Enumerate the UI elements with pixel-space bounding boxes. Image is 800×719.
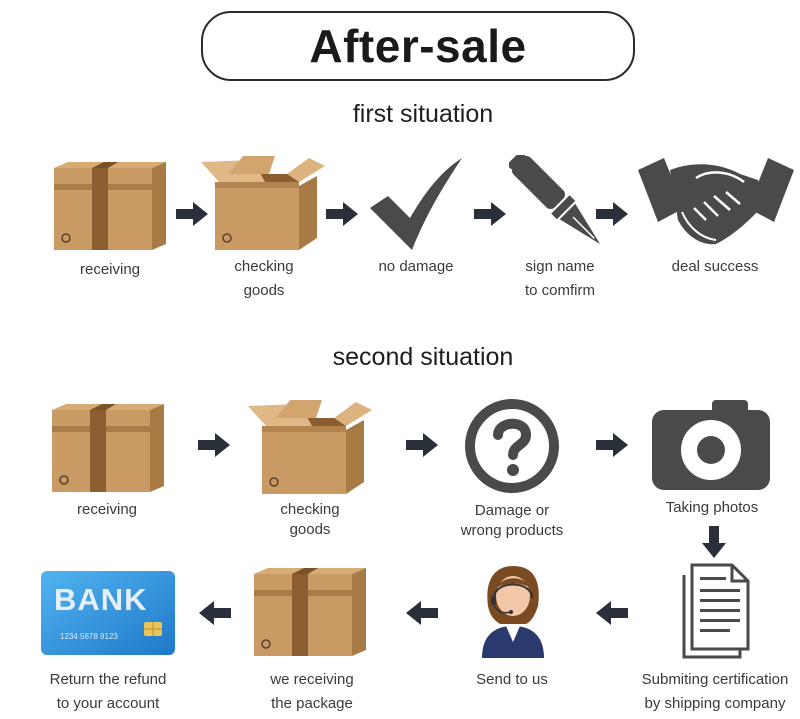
step-label: Taking photos xyxy=(665,499,759,516)
arrow-left-icon xyxy=(406,601,438,630)
step-label: receiving xyxy=(76,501,138,518)
first-situation-heading: first situation xyxy=(352,100,494,128)
arrow-right-icon xyxy=(198,433,230,462)
step-label: receiving xyxy=(79,261,141,278)
arrow-left-icon xyxy=(596,601,628,630)
arrow-right-icon xyxy=(176,202,208,231)
question-icon xyxy=(463,397,561,495)
arrow-right-icon xyxy=(474,202,506,231)
checkmark-icon xyxy=(368,156,464,252)
step-label: Send to us xyxy=(476,671,548,688)
step-label: deal success xyxy=(671,258,759,275)
pen-icon xyxy=(509,155,611,253)
card-number: 1234 5678 9123 xyxy=(60,632,118,641)
camera-icon xyxy=(650,398,772,492)
step-label: no damage xyxy=(378,258,454,275)
page-title: After-sale xyxy=(309,20,527,72)
card-bank-text: BANK xyxy=(54,582,148,617)
open-box-icon xyxy=(199,152,327,252)
arrow-down-icon xyxy=(702,526,726,563)
arrow-right-icon xyxy=(596,202,628,231)
customer-service-icon xyxy=(472,562,554,660)
document-icon xyxy=(682,563,752,659)
title-box: After-sale xyxy=(201,11,635,81)
handshake-icon xyxy=(636,156,796,246)
closed-box-icon xyxy=(52,158,168,252)
bank-card-icon xyxy=(40,570,176,656)
arrow-right-icon xyxy=(326,202,358,231)
arrow-right-icon xyxy=(596,433,628,462)
closed-box-icon xyxy=(252,564,368,658)
second-situation-heading: second situation xyxy=(332,343,514,371)
open-box-icon xyxy=(246,396,374,496)
closed-box-icon xyxy=(50,400,166,494)
arrow-left-icon xyxy=(199,601,231,630)
arrow-right-icon xyxy=(406,433,438,462)
